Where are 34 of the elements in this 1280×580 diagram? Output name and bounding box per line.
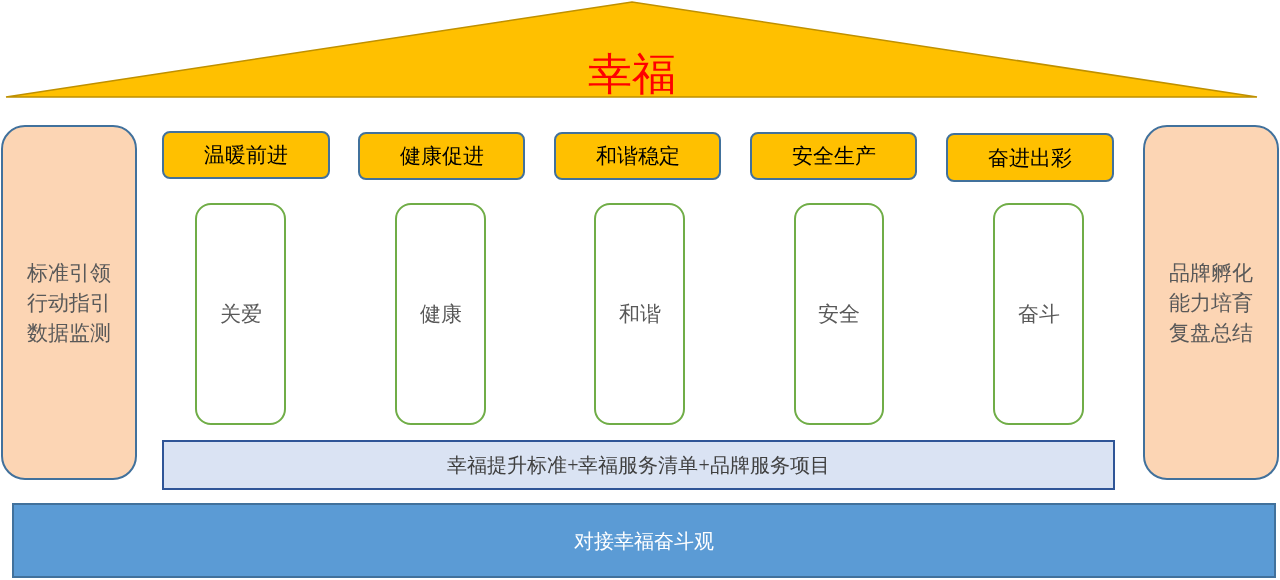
header-label: 安全生产 [791, 143, 876, 169]
column-text: 奋斗 [1017, 301, 1060, 328]
column-panel [794, 203, 884, 425]
column-panel [594, 203, 685, 425]
header-label: 和谐稳定 [595, 143, 680, 169]
band-text: 幸福提升标准+幸福服务清单+品牌服务项目 [447, 453, 830, 478]
column-panel [195, 203, 286, 425]
roof-triangle [5, 1, 1258, 98]
header-tab [162, 131, 330, 179]
header-tab [750, 132, 917, 180]
pillar-text: 能力培育 [1169, 289, 1253, 317]
header-tab [946, 133, 1114, 182]
header-tab [554, 132, 721, 180]
pillar-panel [1, 125, 137, 480]
column-text: 关爱 [219, 301, 262, 328]
base-text: 对接幸福奋斗观 [574, 528, 714, 554]
header-label: 健康促进 [399, 143, 484, 169]
column-text: 健康 [419, 301, 462, 328]
foundation-band [162, 440, 1115, 490]
base-band [12, 503, 1276, 578]
pillar-text: 品牌孵化 [1169, 259, 1253, 287]
pillar-panel [1143, 125, 1279, 480]
pillar-text: 标准引领 [27, 259, 111, 287]
column-panel [395, 203, 486, 425]
header-tab [358, 132, 525, 180]
column-text: 和谐 [618, 301, 661, 328]
header-label: 奋进出彩 [988, 144, 1072, 171]
column-panel [993, 203, 1084, 425]
pillar-text: 数据监测 [27, 319, 111, 347]
pillar-text: 复盘总结 [1169, 319, 1253, 347]
header-label: 温暖前进 [204, 142, 288, 168]
column-text: 安全 [818, 301, 860, 328]
roof-heading: 幸福 [587, 50, 676, 98]
pillar-text: 行动指引 [27, 289, 111, 317]
